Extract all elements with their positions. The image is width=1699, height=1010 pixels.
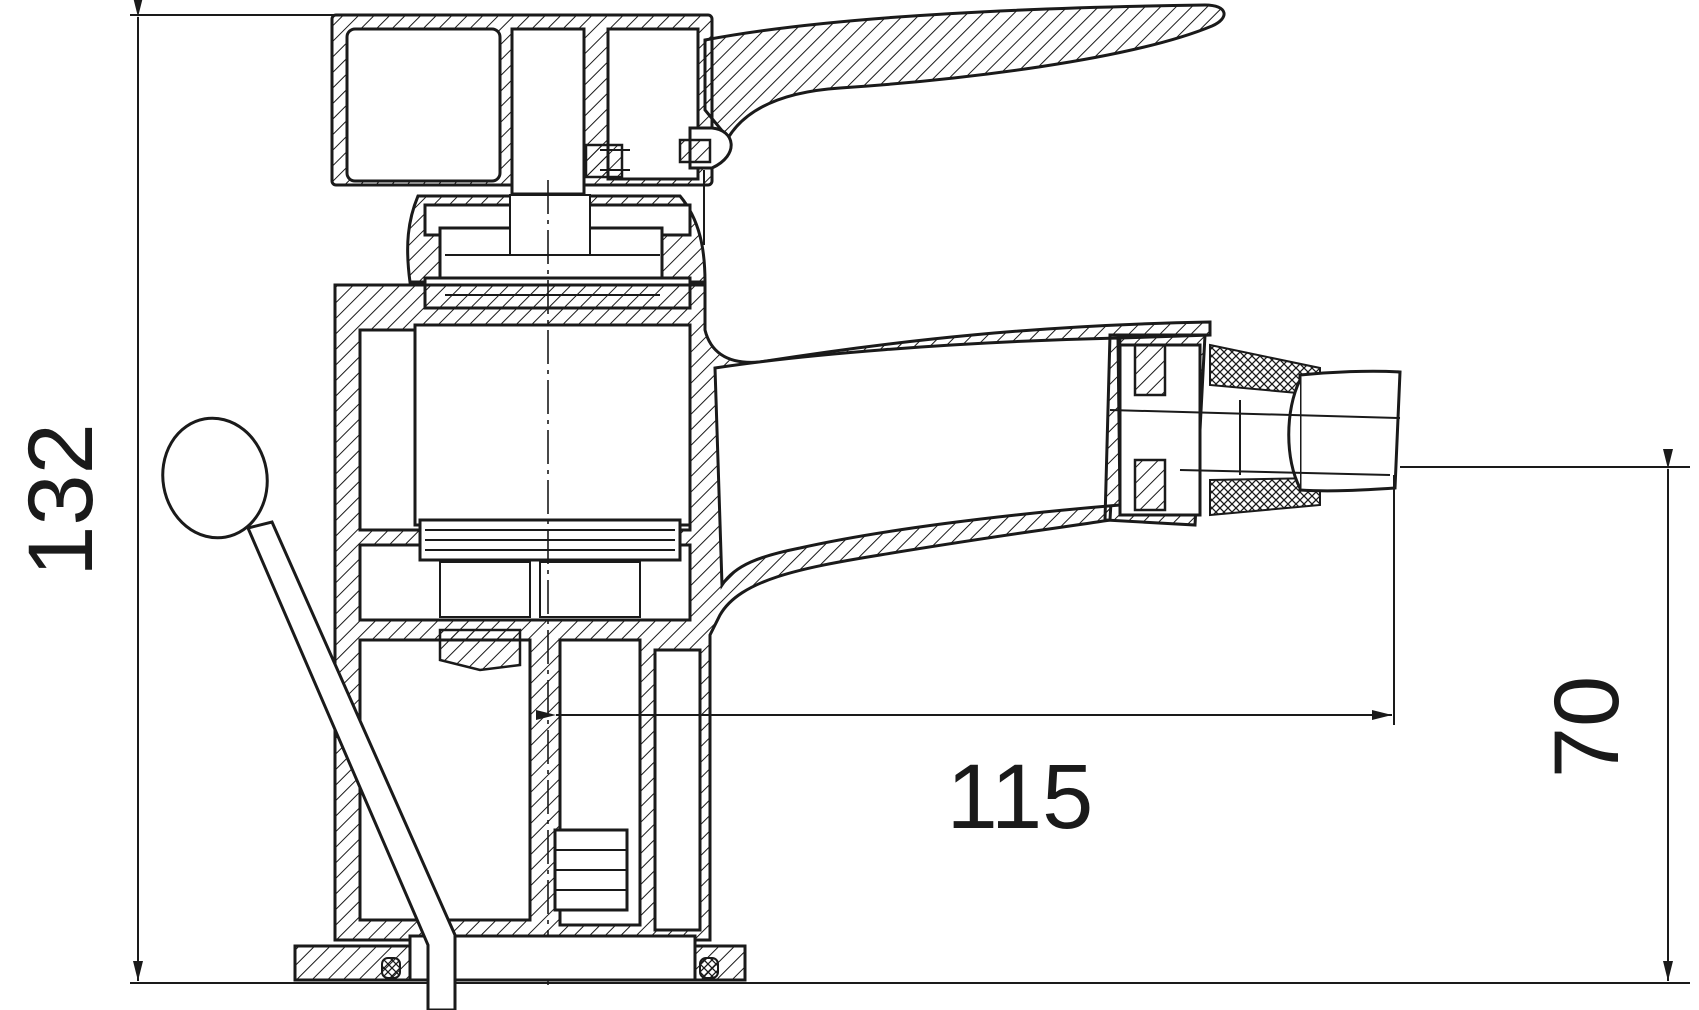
- handle-cap: [330, 13, 733, 245]
- dimension-spout-reach: 115: [536, 475, 1395, 848]
- dimension-label-spout-height: 70: [1536, 676, 1638, 778]
- dimension-label-overall-height: 132: [10, 423, 112, 577]
- dimension-spout-height: 70: [1400, 449, 1690, 981]
- dimension-overall-height: 132: [10, 0, 1690, 984]
- aerator-nozzle: [1109, 343, 1402, 517]
- cartridge: [413, 180, 692, 985]
- dimension-label-spout-reach: 115: [947, 746, 1094, 848]
- shaft-insert: [438, 628, 629, 912]
- base-flange: [293, 934, 747, 982]
- lever-handle: [703, 3, 1226, 141]
- pop-up-lever: [161, 416, 457, 1010]
